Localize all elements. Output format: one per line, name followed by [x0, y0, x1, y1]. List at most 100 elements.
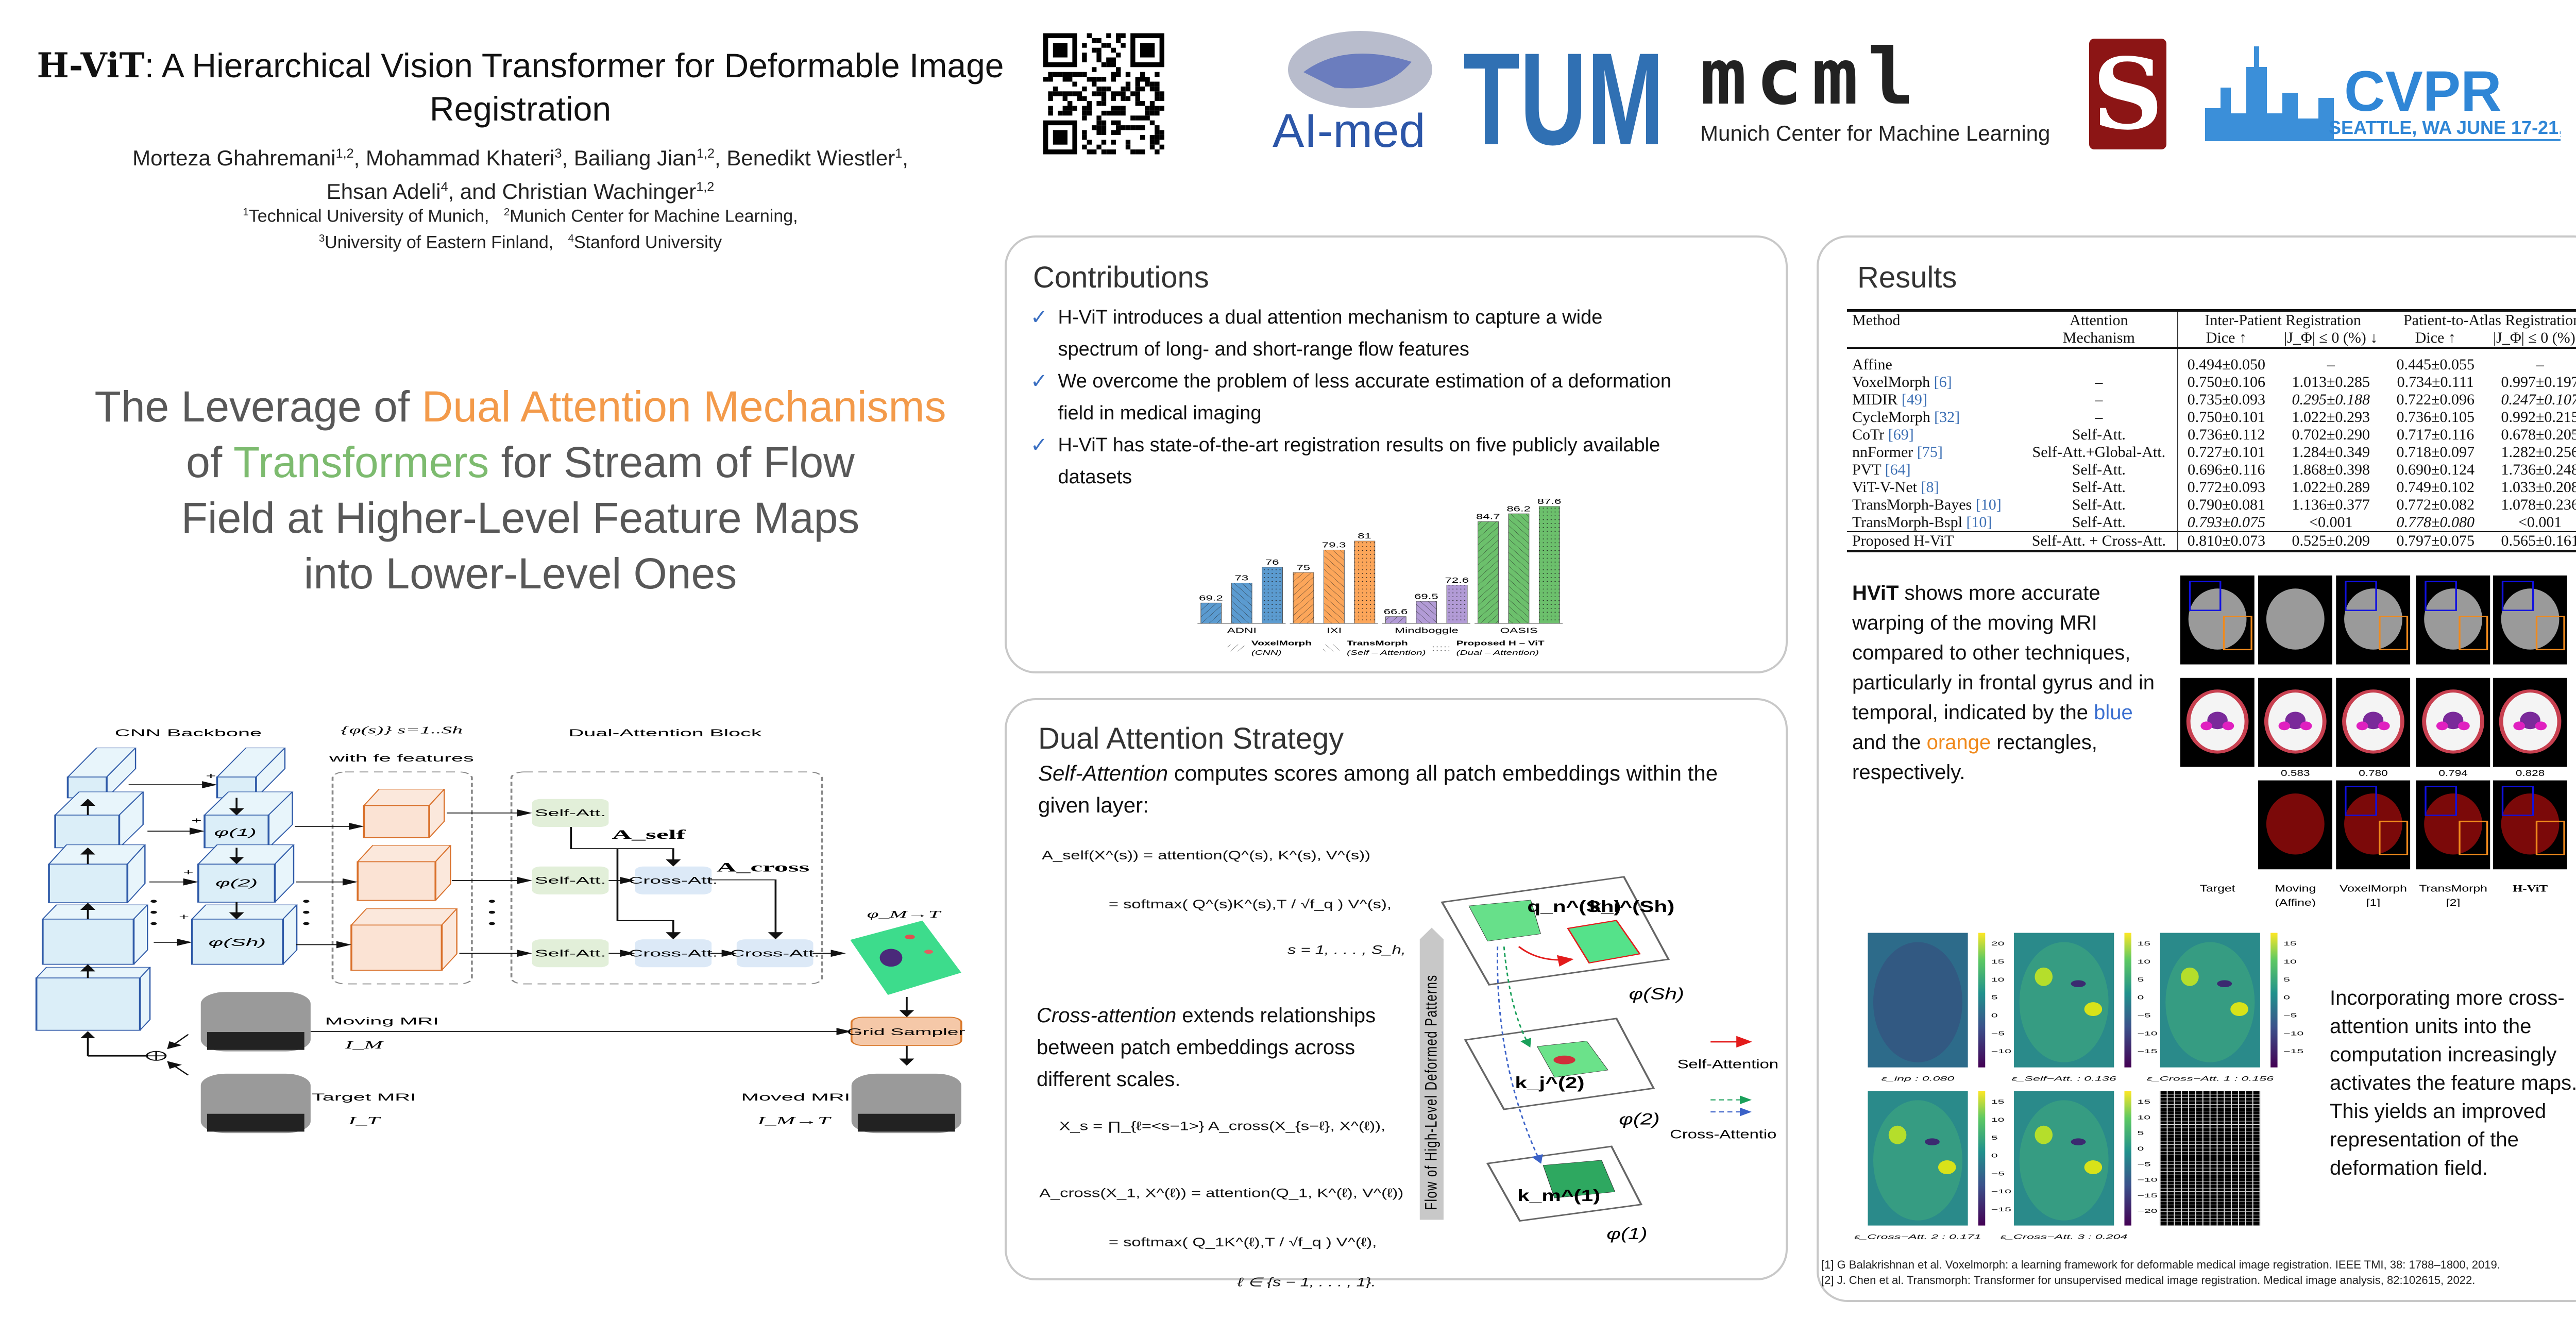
cell-text: 0.992±0.215 — [2501, 409, 2576, 426]
cell-ip_j: 1.868±0.398 — [2275, 461, 2388, 479]
col-header: Attention — [2020, 310, 2179, 329]
brain-slice — [2493, 575, 2567, 665]
self-attention-description: Self-Attention computes scores among all… — [1038, 757, 1770, 821]
qr-code-icon[interactable] — [1043, 32, 1164, 156]
citation-link[interactable]: [64] — [1885, 461, 1911, 478]
colorbar-tick: 10 — [1991, 1117, 2005, 1123]
colorbar-tick: −20 — [2137, 1208, 2157, 1214]
colorbar-tick: 5 — [2283, 976, 2290, 983]
phiSh-plate-label: φ(Sh) — [1629, 985, 1684, 1003]
cell-pa_dice: 0.778±0.080 — [2387, 514, 2483, 532]
lev-text: of — [186, 438, 234, 486]
method-label: TransMorph — [2419, 883, 2487, 893]
legend-sublabel: (Self – Attention) — [1347, 649, 1426, 656]
x-tick-label: ADNI — [1227, 627, 1257, 635]
grid-sampler-box — [850, 1017, 962, 1046]
citation-link[interactable]: [8] — [1921, 479, 1939, 496]
finding-line: This yields an improved — [2330, 1100, 2547, 1123]
citation-link[interactable]: [49] — [1901, 391, 1927, 408]
equation-self-softmax: = softmax( Q^(s)K^(s),T / √f_q ) V^(s), — [1109, 898, 1392, 911]
citation-link[interactable]: [69] — [1888, 426, 1914, 443]
method-label: H-ViT — [2513, 883, 2548, 893]
data-label: 86.2 — [1506, 505, 1531, 513]
colorbar-tick: 5 — [2137, 1130, 2144, 1136]
cell-pa_j: 0.678±0.205 — [2483, 426, 2576, 444]
cell-pa_j: 0.565±0.161 — [2483, 532, 2576, 551]
colorbar-tick: 0 — [1991, 1153, 1998, 1159]
citation-link[interactable]: [10] — [1975, 496, 2002, 513]
cell-pa_j: <0.001 — [2483, 514, 2576, 532]
data-label: 76 — [1265, 558, 1279, 566]
cell-text: MIDIR — [1852, 391, 1902, 408]
cell-text: CycleMorph — [1852, 409, 1935, 426]
cell-text: – — [2327, 356, 2335, 373]
col-header: Patient-to-Atlas Registration — [2403, 312, 2576, 329]
dice-score: 0.828 — [2516, 769, 2545, 779]
colorbar-tick: −10 — [2137, 1030, 2157, 1037]
legend-sublabel: (Dual – Attention) — [1456, 649, 1539, 656]
cell-text: TransMorph-Bspl — [1852, 514, 1967, 531]
feature-map — [2014, 1091, 2114, 1226]
cell-text: nnFormer — [1852, 444, 1917, 461]
cnn-backbone-label: CNN Backbone — [115, 727, 262, 738]
stanford-s: S — [2092, 37, 2163, 151]
cell-pa_dice: 0.445±0.055 — [2387, 348, 2483, 374]
data-label: 73 — [1235, 574, 1249, 582]
cell-text: – — [2095, 391, 2103, 408]
cell-text: 1.022±0.293 — [2292, 409, 2370, 426]
moving-symbol: I_M — [345, 1039, 384, 1051]
data-label: 81 — [1358, 532, 1371, 540]
colorbar-tick: −5 — [2137, 1161, 2150, 1168]
cell-text: 0.727±0.101 — [2187, 444, 2266, 461]
feature-caption: ε_Self−Att. : 0.136 — [2011, 1076, 2116, 1083]
table-row: TransMorph-Bayes [10]Self-Att.0.790±0.08… — [1847, 496, 2576, 514]
lev-highlight-orange: Dual Attention Mechanisms — [421, 382, 946, 431]
cell-ip_j: 1.022±0.293 — [2275, 409, 2388, 426]
affil-sup: 1 — [243, 207, 249, 218]
cell-text: – — [2095, 409, 2103, 426]
blue-roi-box — [2345, 581, 2377, 611]
author-sup: 1,2 — [697, 146, 715, 161]
cell-text: TransMorph-Bayes — [1852, 496, 1976, 513]
authors: Morteza Ghahremani1,2, Mohammad Khateri3… — [132, 146, 908, 204]
tum-logo: TUM — [1463, 41, 1664, 149]
author: Benedikt Wiestler — [726, 146, 895, 170]
colorbar-tick: −10 — [2137, 1177, 2157, 1183]
colorbar-tick: 5 — [1991, 1135, 1998, 1141]
reference: [2] J. Chen et al. Transmorph: Transform… — [1821, 1274, 2476, 1287]
citation-link[interactable]: [32] — [1934, 409, 1960, 426]
cell-ip_dice: 0.750±0.101 — [2178, 409, 2274, 426]
author-sup: 1,2 — [696, 180, 715, 194]
key-patch-Sh — [1567, 920, 1641, 964]
blue-roi-box — [2425, 786, 2457, 816]
cell-pa_j: 0.247±0.107 — [2483, 391, 2576, 409]
cell-method: nnFormer [75] — [1847, 444, 2021, 461]
colorbar-tick: 5 — [1991, 994, 1998, 1001]
colorbar-tick: 15 — [1991, 958, 2005, 965]
citation-link[interactable]: [6] — [1934, 374, 1952, 391]
contribution-item: ✓H-ViT has state-of-the-art registration… — [1030, 429, 1783, 493]
author-sup: 1,2 — [335, 146, 354, 161]
cvpr-logo: CVPR SEATTLE, WA JUNE 17-21, 2024 — [2205, 46, 2561, 141]
cell-att: – — [2020, 409, 2179, 426]
brain-slice — [2336, 678, 2411, 767]
feature-map — [1868, 1091, 1968, 1226]
lev-text: Field at Higher-Level Feature Maps — [181, 494, 860, 542]
bar-pattern — [1509, 514, 1529, 623]
cell-text: 0.445±0.055 — [2396, 356, 2475, 373]
seattle-skyline-icon — [2205, 46, 2334, 139]
colorbar-tick: −10 — [1991, 1049, 2011, 1055]
author-sup: 1 — [895, 146, 903, 161]
citation-link[interactable]: [10] — [1966, 514, 1992, 531]
cell-att: – — [2020, 374, 2179, 391]
cell-ip_dice: 0.810±0.073 — [2178, 532, 2274, 551]
citation-link[interactable]: [75] — [1917, 444, 1943, 461]
self-attention-term: Self-Attention — [1038, 761, 1168, 785]
orange-word: orange — [1926, 731, 1991, 754]
checkmark-icon: ✓ — [1030, 370, 1048, 393]
orange-roi-box — [2459, 616, 2488, 651]
bar-pattern — [1354, 540, 1375, 623]
cell-ip_j: 1.136±0.377 — [2275, 496, 2388, 514]
cell-att: Self-Att. — [2020, 496, 2179, 514]
